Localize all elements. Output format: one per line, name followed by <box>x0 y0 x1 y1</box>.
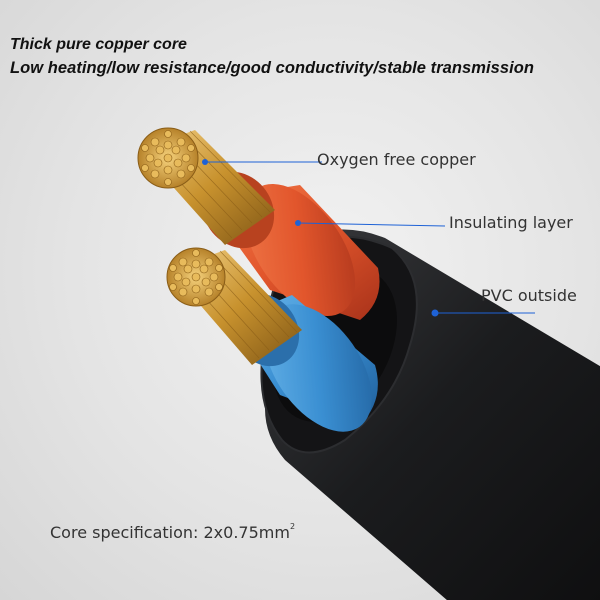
leader-lines <box>202 159 535 317</box>
copper-strands-upper <box>137 127 275 245</box>
leader-line-insulation <box>297 222 446 227</box>
leader-dot-copper <box>202 159 208 165</box>
leader-dot-insulation <box>295 220 301 226</box>
core-specification: Core specification: 2x0.75mm2 <box>50 522 295 542</box>
callout-insulating-layer: Insulating layer <box>449 213 573 232</box>
headline-features: Low heating/low resistance/good conducti… <box>10 59 534 77</box>
callout-oxygen-free-copper: Oxygen free copper <box>317 150 476 169</box>
core-specification-label: Core specification: 2x0.75mm <box>50 523 290 542</box>
leader-dot-pvc <box>431 309 439 317</box>
core-specification-superscript: 2 <box>289 522 296 531</box>
callout-pvc-outside: PVC outside <box>481 286 577 305</box>
headline-title: Thick pure copper core <box>10 36 187 53</box>
copper-strands-lower <box>166 247 302 365</box>
